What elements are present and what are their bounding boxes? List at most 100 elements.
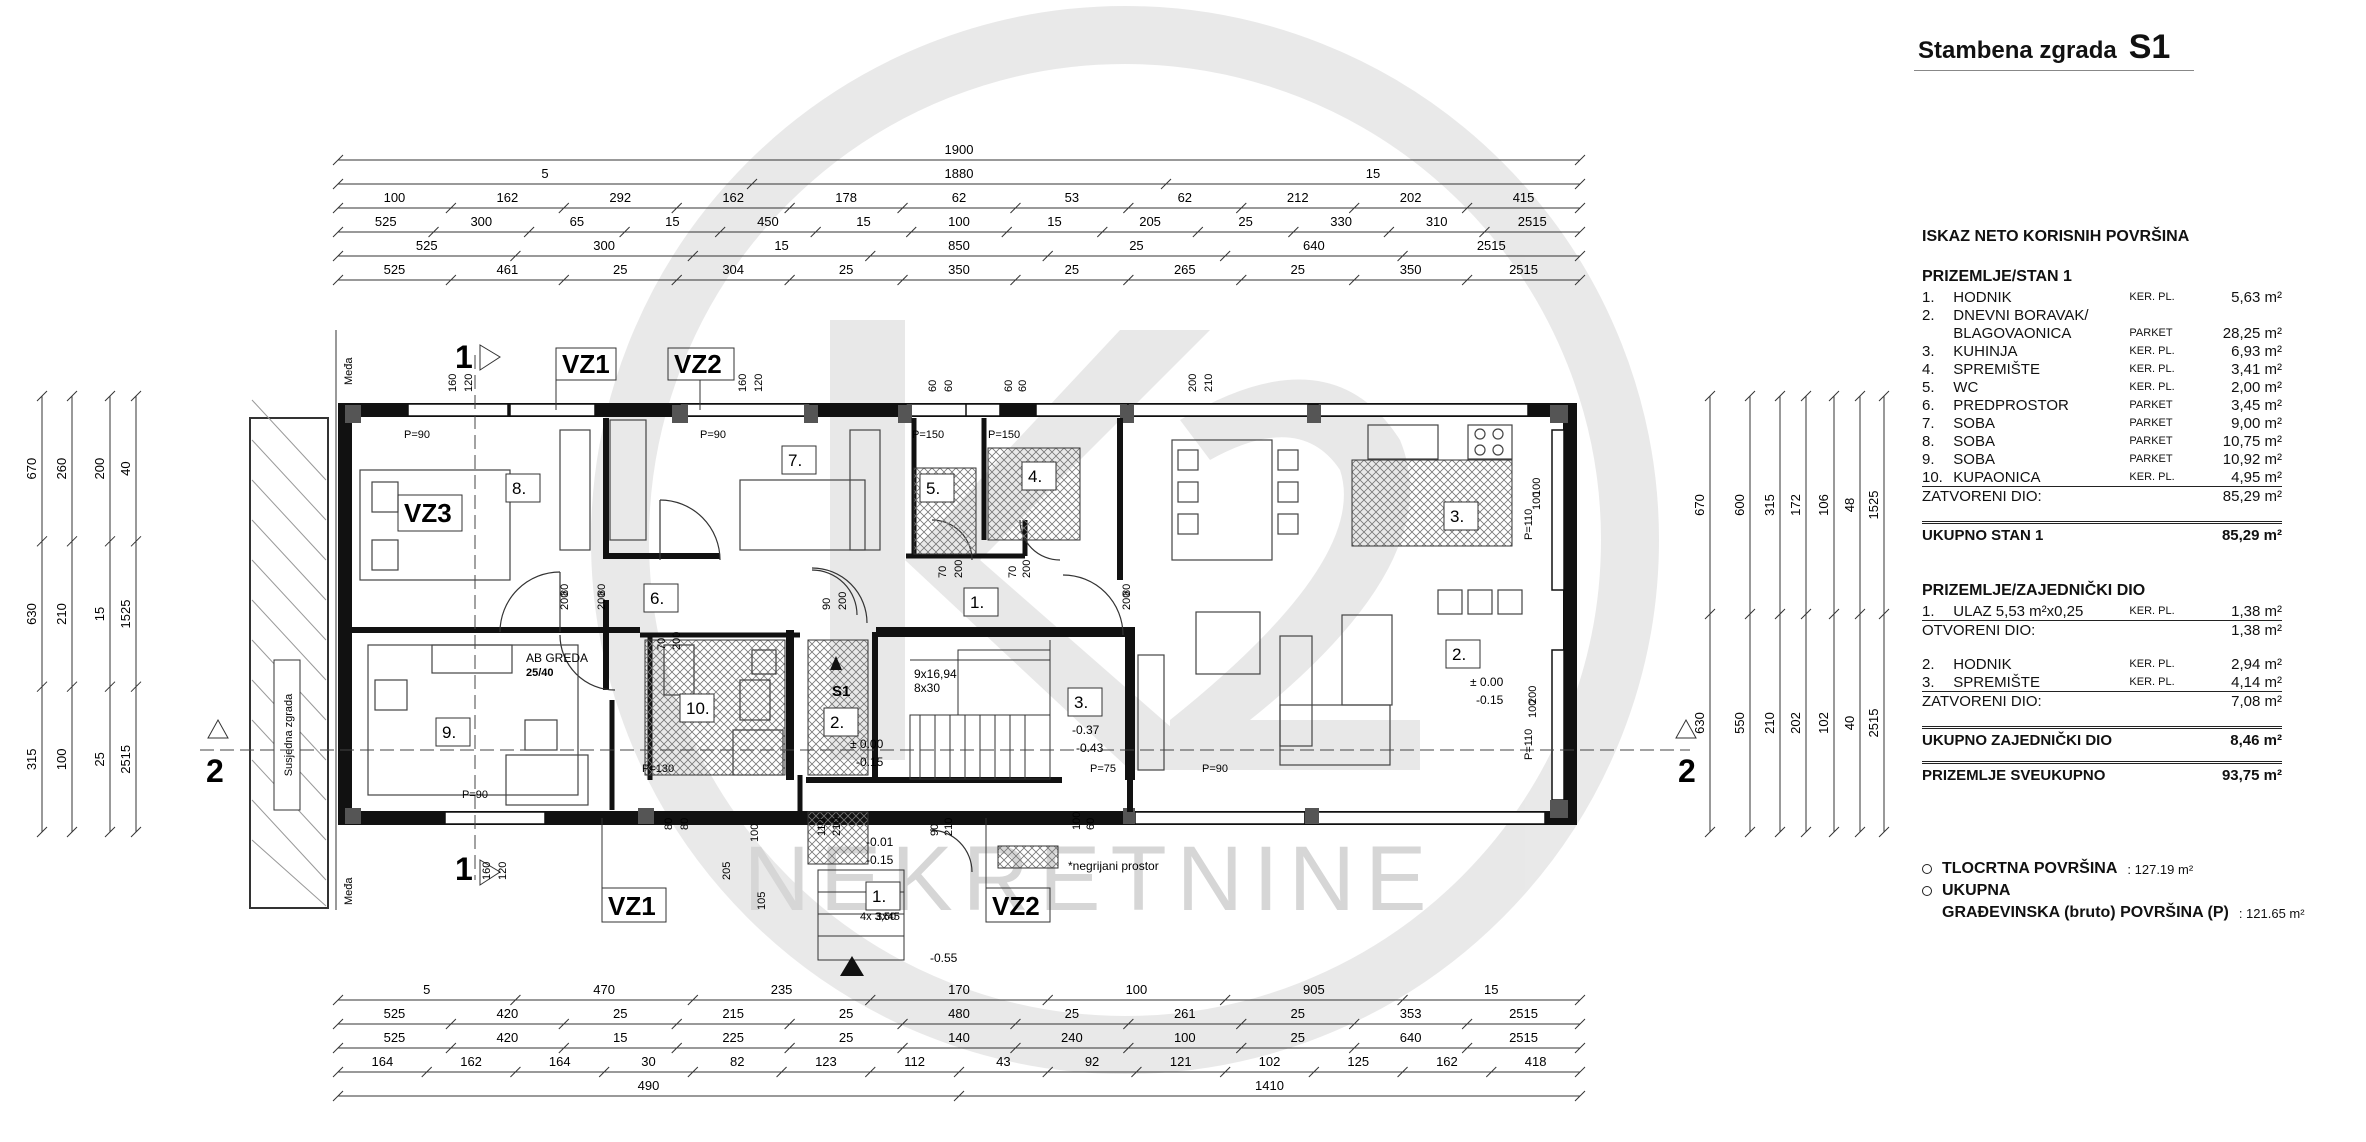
dimension-tick	[1774, 390, 1786, 402]
zone-labels	[397, 347, 1059, 923]
dimension-tick	[332, 250, 344, 262]
parapet-label: P=75	[1090, 763, 1116, 775]
parapet-label: P=130	[642, 763, 674, 775]
section-arrow-left	[207, 718, 229, 739]
dimension-label: 102	[1259, 1054, 1281, 1069]
parapet-label: P=90	[462, 789, 488, 801]
boundary-label-top: Međa	[343, 357, 355, 385]
opening-dimension: 160	[737, 374, 749, 392]
unit1-room-row: 2.DNEVNI BORAVAK/	[1922, 306, 2089, 324]
dimension-tick	[1574, 1066, 1586, 1078]
dimension-tick	[953, 1066, 965, 1078]
dimension-tick	[332, 226, 344, 238]
dimension-tick	[897, 274, 908, 286]
level-mark: -0.15	[856, 755, 884, 769]
section-mark: 1	[455, 851, 473, 887]
dimension-tick	[1479, 226, 1490, 238]
dimension-tick	[905, 226, 917, 238]
zone-label: VZ2	[992, 891, 1040, 921]
opening-dimension: 60	[943, 380, 955, 392]
dimension-tick	[810, 226, 822, 238]
dimension-label: 82	[730, 1054, 744, 1069]
opening-dimension: 100	[1531, 492, 1543, 510]
opening-dimension: 80	[559, 584, 571, 596]
dimension-label: 25	[839, 262, 853, 277]
dimension-tick	[1348, 1042, 1360, 1054]
section-mark: 2	[1678, 753, 1696, 789]
dimension-tick	[784, 1018, 795, 1030]
dimension-tick	[1854, 608, 1866, 620]
dimension-tick	[1010, 274, 1021, 286]
dimension-label: 450	[757, 214, 779, 229]
unit1-heading: PRIZEMLJE/STAN 1	[1922, 268, 2072, 285]
dimension-tick	[784, 202, 795, 214]
bullet-icon	[1922, 886, 1932, 896]
dimension-label: 162	[722, 190, 744, 205]
dimension-label: 240	[1061, 1030, 1083, 1045]
room-number: 7.	[788, 451, 802, 470]
dimension-tick	[1235, 1018, 1247, 1030]
opening-dimension: 200	[1121, 592, 1133, 610]
dimension-label: 525	[416, 238, 438, 253]
dimension-tick	[1010, 1042, 1021, 1054]
dimension-tick	[1235, 274, 1247, 286]
dimension-tick	[1042, 1066, 1054, 1078]
dimension-label: 1525	[118, 600, 133, 629]
bullet-icon	[1922, 864, 1932, 874]
dimension-label: 420	[497, 1030, 519, 1045]
dimension-tick	[445, 274, 457, 286]
dimension-tick	[558, 1042, 570, 1054]
dimension-tick	[1574, 1018, 1586, 1030]
dimension-tick	[332, 154, 344, 166]
dimension-tick	[1397, 1066, 1408, 1078]
dimension-tick	[510, 994, 521, 1006]
section-line-2-2	[200, 355, 1690, 880]
dimension-tick	[784, 1042, 795, 1054]
dimension-label: 202	[1788, 712, 1803, 734]
parapet-label: P=150	[912, 429, 944, 441]
room-number-box	[643, 583, 679, 613]
dimension-label: 300	[593, 238, 615, 253]
common-room-number-box	[823, 707, 859, 737]
dimension-tick	[332, 178, 344, 190]
opening-dimension: 70	[656, 638, 668, 650]
dimension-label: 170	[948, 982, 970, 997]
parapet-label: P=90	[700, 429, 726, 441]
dimension-label: 1900	[945, 142, 974, 157]
dimension-tick	[36, 535, 48, 547]
dimension-tick	[1744, 390, 1756, 402]
room-number-box	[435, 717, 471, 747]
dimension-label: 15	[92, 607, 107, 621]
dimension-tick	[1854, 826, 1866, 838]
dimension-label: 210	[54, 603, 69, 625]
dimension-tick	[687, 994, 699, 1006]
dimension-label: 25	[1129, 238, 1143, 253]
room-number-box	[781, 445, 817, 475]
room-number: 5.	[926, 479, 940, 498]
dimension-label: 172	[1788, 494, 1803, 516]
dimension-label: 178	[835, 190, 857, 205]
dimension-tick	[66, 826, 78, 838]
dimension-tick	[1800, 608, 1812, 620]
opening-dimension: 70	[1007, 566, 1019, 578]
level-mark: -0.37	[1072, 723, 1100, 737]
dimension-tick	[104, 390, 116, 402]
dimension-tick	[1123, 202, 1134, 214]
dimension-tick	[332, 1042, 344, 1054]
dimension-label: 48	[1842, 498, 1857, 512]
dimension-label: 121	[1170, 1054, 1192, 1069]
opening-dimension: 60	[1003, 380, 1015, 392]
opening-dimension: 60	[1017, 380, 1029, 392]
dimension-tick	[332, 1066, 344, 1078]
dimension-tick	[1574, 994, 1586, 1006]
room-number: 4.	[1028, 467, 1042, 486]
top-windows	[407, 403, 1565, 825]
dimension-tick	[714, 226, 726, 238]
opening-dimension: 200	[837, 592, 849, 610]
opening-dimension: 160	[481, 862, 493, 880]
